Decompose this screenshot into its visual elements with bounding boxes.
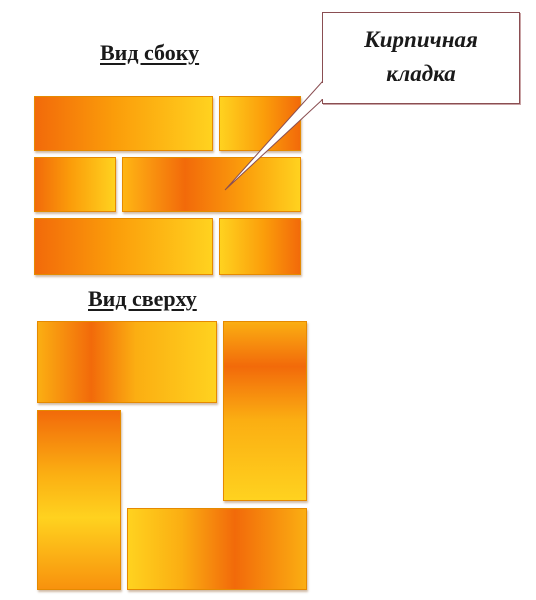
brick <box>223 321 307 501</box>
top-view-label: Вид сверху <box>88 286 197 311</box>
brick <box>127 508 307 590</box>
brick <box>37 321 217 403</box>
brick <box>34 157 116 212</box>
brick <box>219 96 301 151</box>
brick <box>34 218 213 275</box>
callout-box: Кирпичная кладка <box>322 12 520 104</box>
callout-text-line2: кладка <box>386 61 456 86</box>
side-view-label: Вид сбоку <box>100 40 200 65</box>
brick <box>219 218 301 275</box>
brick <box>122 157 301 212</box>
callout-text-line1: Кирпичная <box>364 27 478 52</box>
brick <box>34 96 213 151</box>
brick <box>37 410 121 590</box>
